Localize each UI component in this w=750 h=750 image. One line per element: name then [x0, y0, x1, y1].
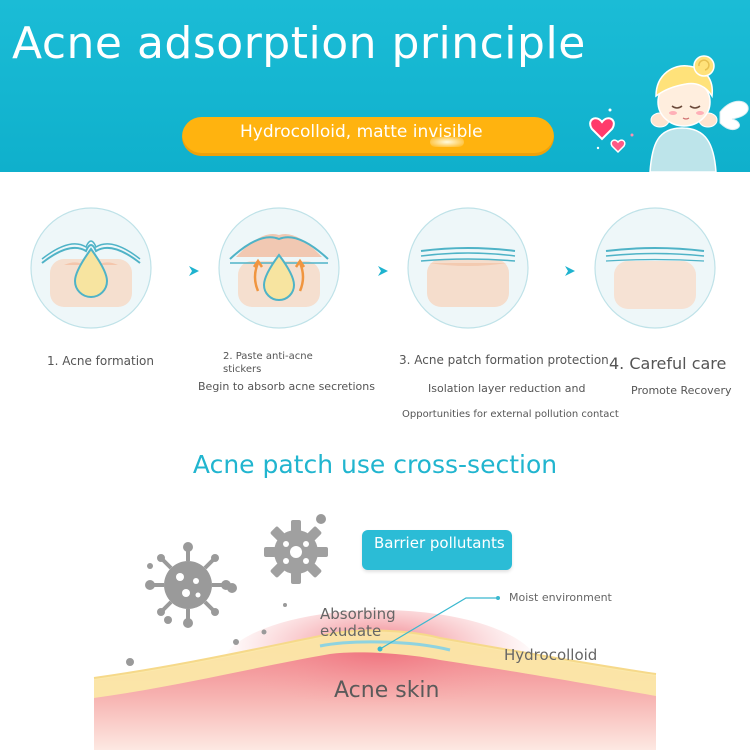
barrier-pollutants-badge: Barrier pollutants: [362, 530, 512, 570]
hydrocolloid-label: Hydrocolloid: [504, 646, 598, 664]
moist-environment-label: Moist environment: [509, 591, 612, 604]
section-title: Acne patch use cross-section: [192, 450, 558, 479]
step-3-description: Isolation layer reduction and: [428, 382, 586, 395]
arrow-right-icon: [378, 266, 388, 276]
arrow-right-icon: [189, 266, 199, 276]
girl-illustration: [589, 55, 749, 172]
step-1-label: 1. Acne formation: [47, 354, 154, 368]
step-4-label: 4. Careful care: [609, 354, 727, 373]
step-2-diagram: [218, 207, 340, 329]
step-3-description-cont: Opportunities for external pollution con…: [402, 409, 619, 420]
heart-icon: [610, 139, 626, 154]
step-3-label: 3. Acne patch formation protection: [399, 353, 609, 367]
virus-icon: [264, 520, 328, 584]
subtitle-pill: Hydrocolloid, matte invisible: [182, 117, 554, 156]
step-2-label: 2. Paste anti-acne: [223, 351, 313, 362]
step-2-label-cont: stickers: [223, 364, 262, 375]
acne-skin-label: Acne skin: [334, 678, 440, 703]
step-4-description: Promote Recovery: [631, 384, 732, 397]
barrier-pollutants-label: Barrier pollutants: [374, 534, 505, 552]
page-title: Acne adsorption principle: [12, 18, 586, 69]
arrow-right-icon: [565, 266, 575, 276]
subtitle-text: Hydrocolloid, matte invisible: [240, 122, 483, 142]
header-banner: Acne adsorption principle Hydrocolloid, …: [0, 0, 750, 172]
step-4-diagram: [594, 207, 716, 329]
step-2-description: Begin to absorb acne secretions: [198, 380, 375, 393]
heart-icon: [589, 117, 615, 141]
sparkle-decoration: [430, 137, 464, 147]
cross-section-illustration: [93, 514, 657, 750]
virus-icon: [145, 542, 231, 628]
step-1-diagram: [30, 207, 152, 329]
step-3-diagram: [407, 207, 529, 329]
absorbing-exudate-label-cont: exudate: [320, 622, 382, 640]
absorbing-exudate-label: Absorbing: [320, 605, 396, 623]
